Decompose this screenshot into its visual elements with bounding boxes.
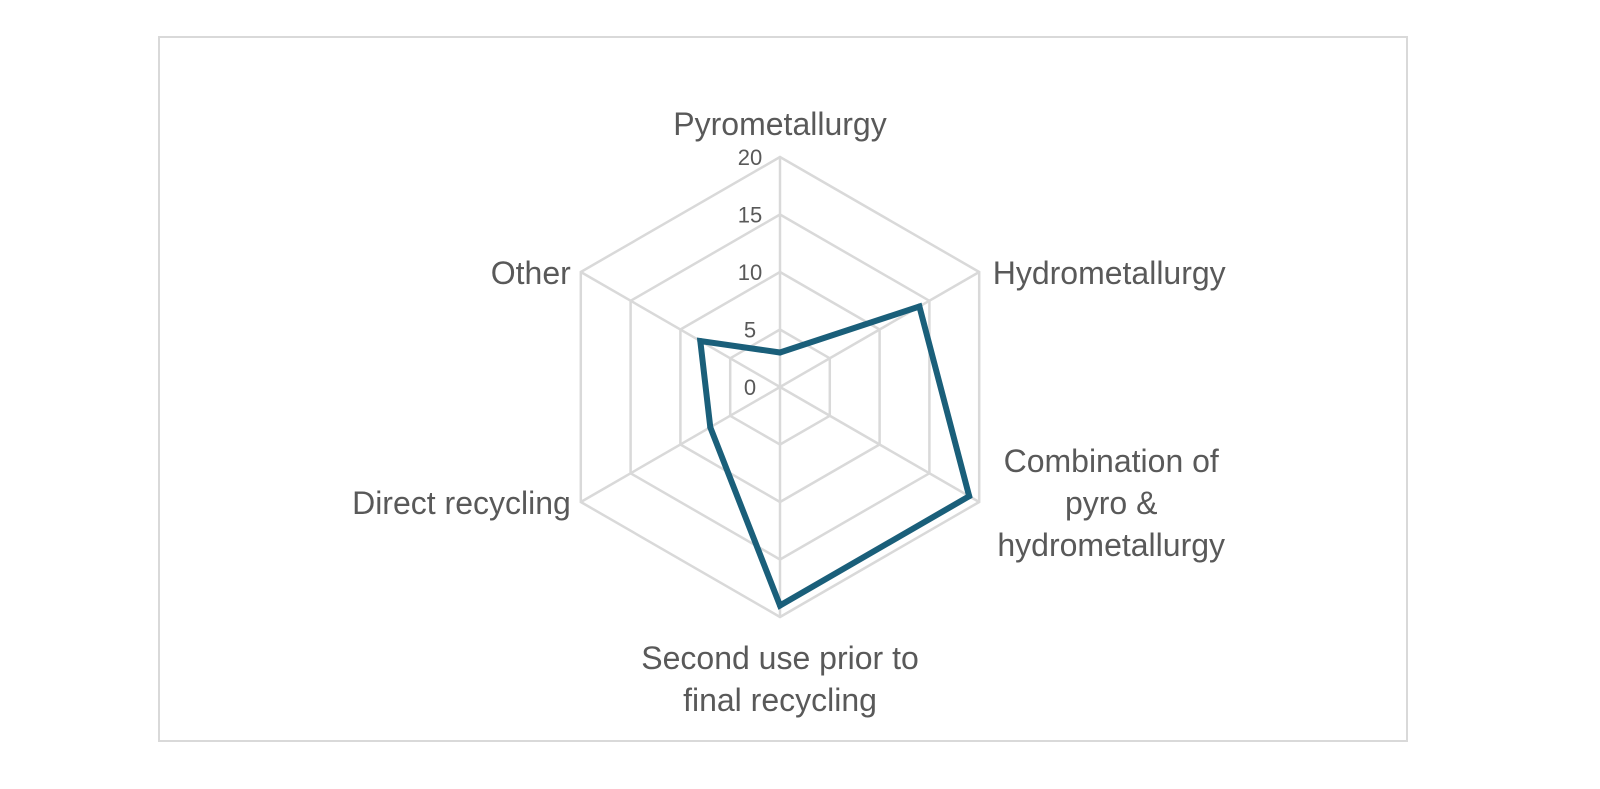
category-label-line: Combination of — [1004, 443, 1219, 479]
data-point — [707, 424, 714, 431]
data-point — [966, 493, 973, 500]
spoke-5 — [580, 270, 781, 389]
category-label-line: hydrometallurgy — [997, 527, 1225, 563]
category-labels: PyrometallurgyHydrometallurgyCombination… — [352, 106, 1226, 718]
category-label: Pyrometallurgy — [673, 106, 886, 142]
data-point — [697, 338, 704, 344]
category-label-line: Hydrometallurgy — [993, 255, 1226, 291]
spoke-2 — [779, 385, 980, 504]
category-label: Hydrometallurgy — [993, 255, 1226, 291]
category-label: Combination of pyro & hydrometallurgy — [997, 443, 1225, 563]
tick-label: 20 — [738, 145, 762, 170]
category-label-line: Pyrometallurgy — [673, 106, 886, 142]
data-point — [777, 349, 783, 356]
grid-layer — [579, 155, 981, 619]
category-label: Other — [491, 255, 571, 291]
data-point — [916, 303, 923, 310]
data-point — [777, 602, 783, 609]
spoke-4 — [580, 385, 781, 504]
category-label-line: Second use prior to — [641, 640, 919, 676]
category-label-line: Other — [491, 255, 571, 291]
category-label: Second use prior to final recycling — [641, 640, 919, 718]
tick-label: 15 — [738, 203, 762, 228]
category-label: Direct recycling — [352, 485, 571, 521]
category-label-line: final recycling — [683, 682, 877, 718]
category-label-line: Direct recycling — [352, 485, 571, 521]
spoke-1 — [779, 270, 980, 389]
tick-label: 10 — [738, 260, 762, 285]
tick-label: 5 — [744, 318, 756, 343]
series-layer — [696, 302, 973, 610]
tick-labels: 0 5 10 15 20 — [738, 145, 762, 400]
tick-label: 0 — [744, 375, 756, 400]
category-label-line: pyro & — [1065, 485, 1157, 521]
